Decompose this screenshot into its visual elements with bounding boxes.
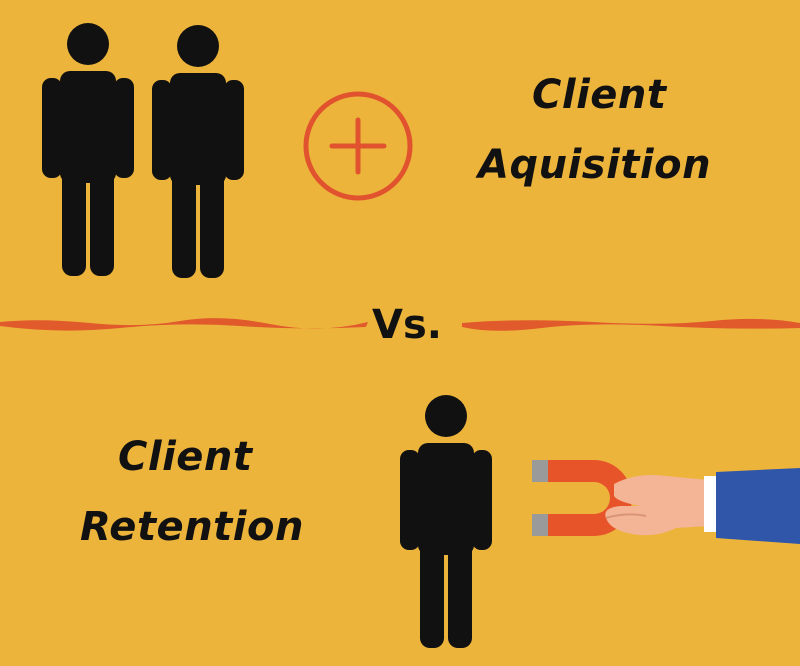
person-icon-retained: [400, 395, 492, 648]
retention-title-line1: Client: [118, 434, 253, 480]
acquisition-title-line2: Aquisition: [478, 142, 712, 188]
divider-line-left: [0, 318, 368, 331]
hand-icon: [605, 468, 800, 544]
divider-line-right: [462, 318, 800, 331]
person-icon-left: [42, 23, 134, 276]
person-icon-right: [152, 25, 244, 278]
plus-circle-icon: [303, 91, 413, 201]
retention-title-line2: Retention: [80, 504, 304, 550]
acquisition-title-line1: Client: [532, 72, 667, 118]
versus-label: Vs.: [372, 302, 442, 348]
